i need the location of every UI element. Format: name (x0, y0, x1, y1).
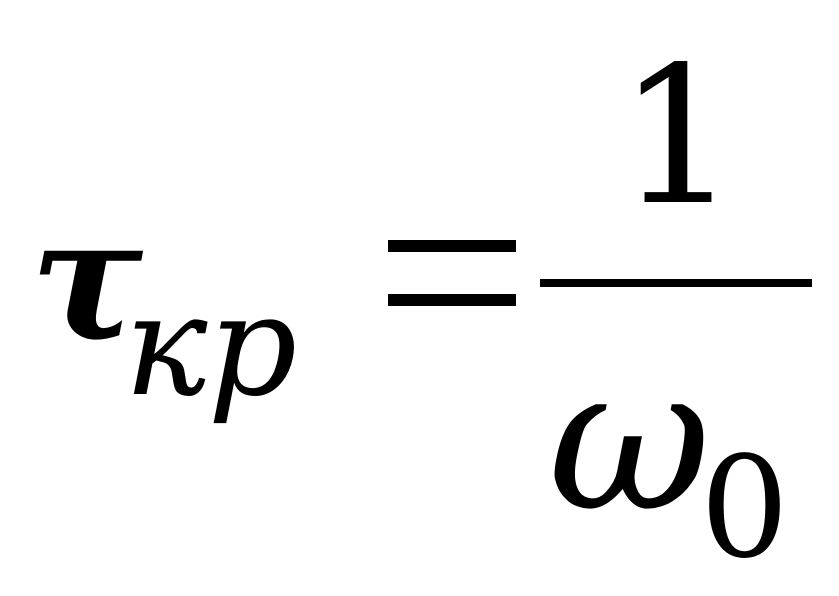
tau-symbol: τ (30, 180, 144, 378)
numerator: 1 (618, 26, 739, 247)
equals-top-bar (388, 240, 516, 252)
omega-symbol: ω (548, 323, 711, 556)
tau-subscript: кр (124, 265, 297, 428)
fraction-bar (540, 279, 812, 287)
equals-bottom-bar (388, 294, 516, 306)
omega-subscript: 0 (700, 427, 789, 590)
equals-sign (388, 240, 516, 306)
